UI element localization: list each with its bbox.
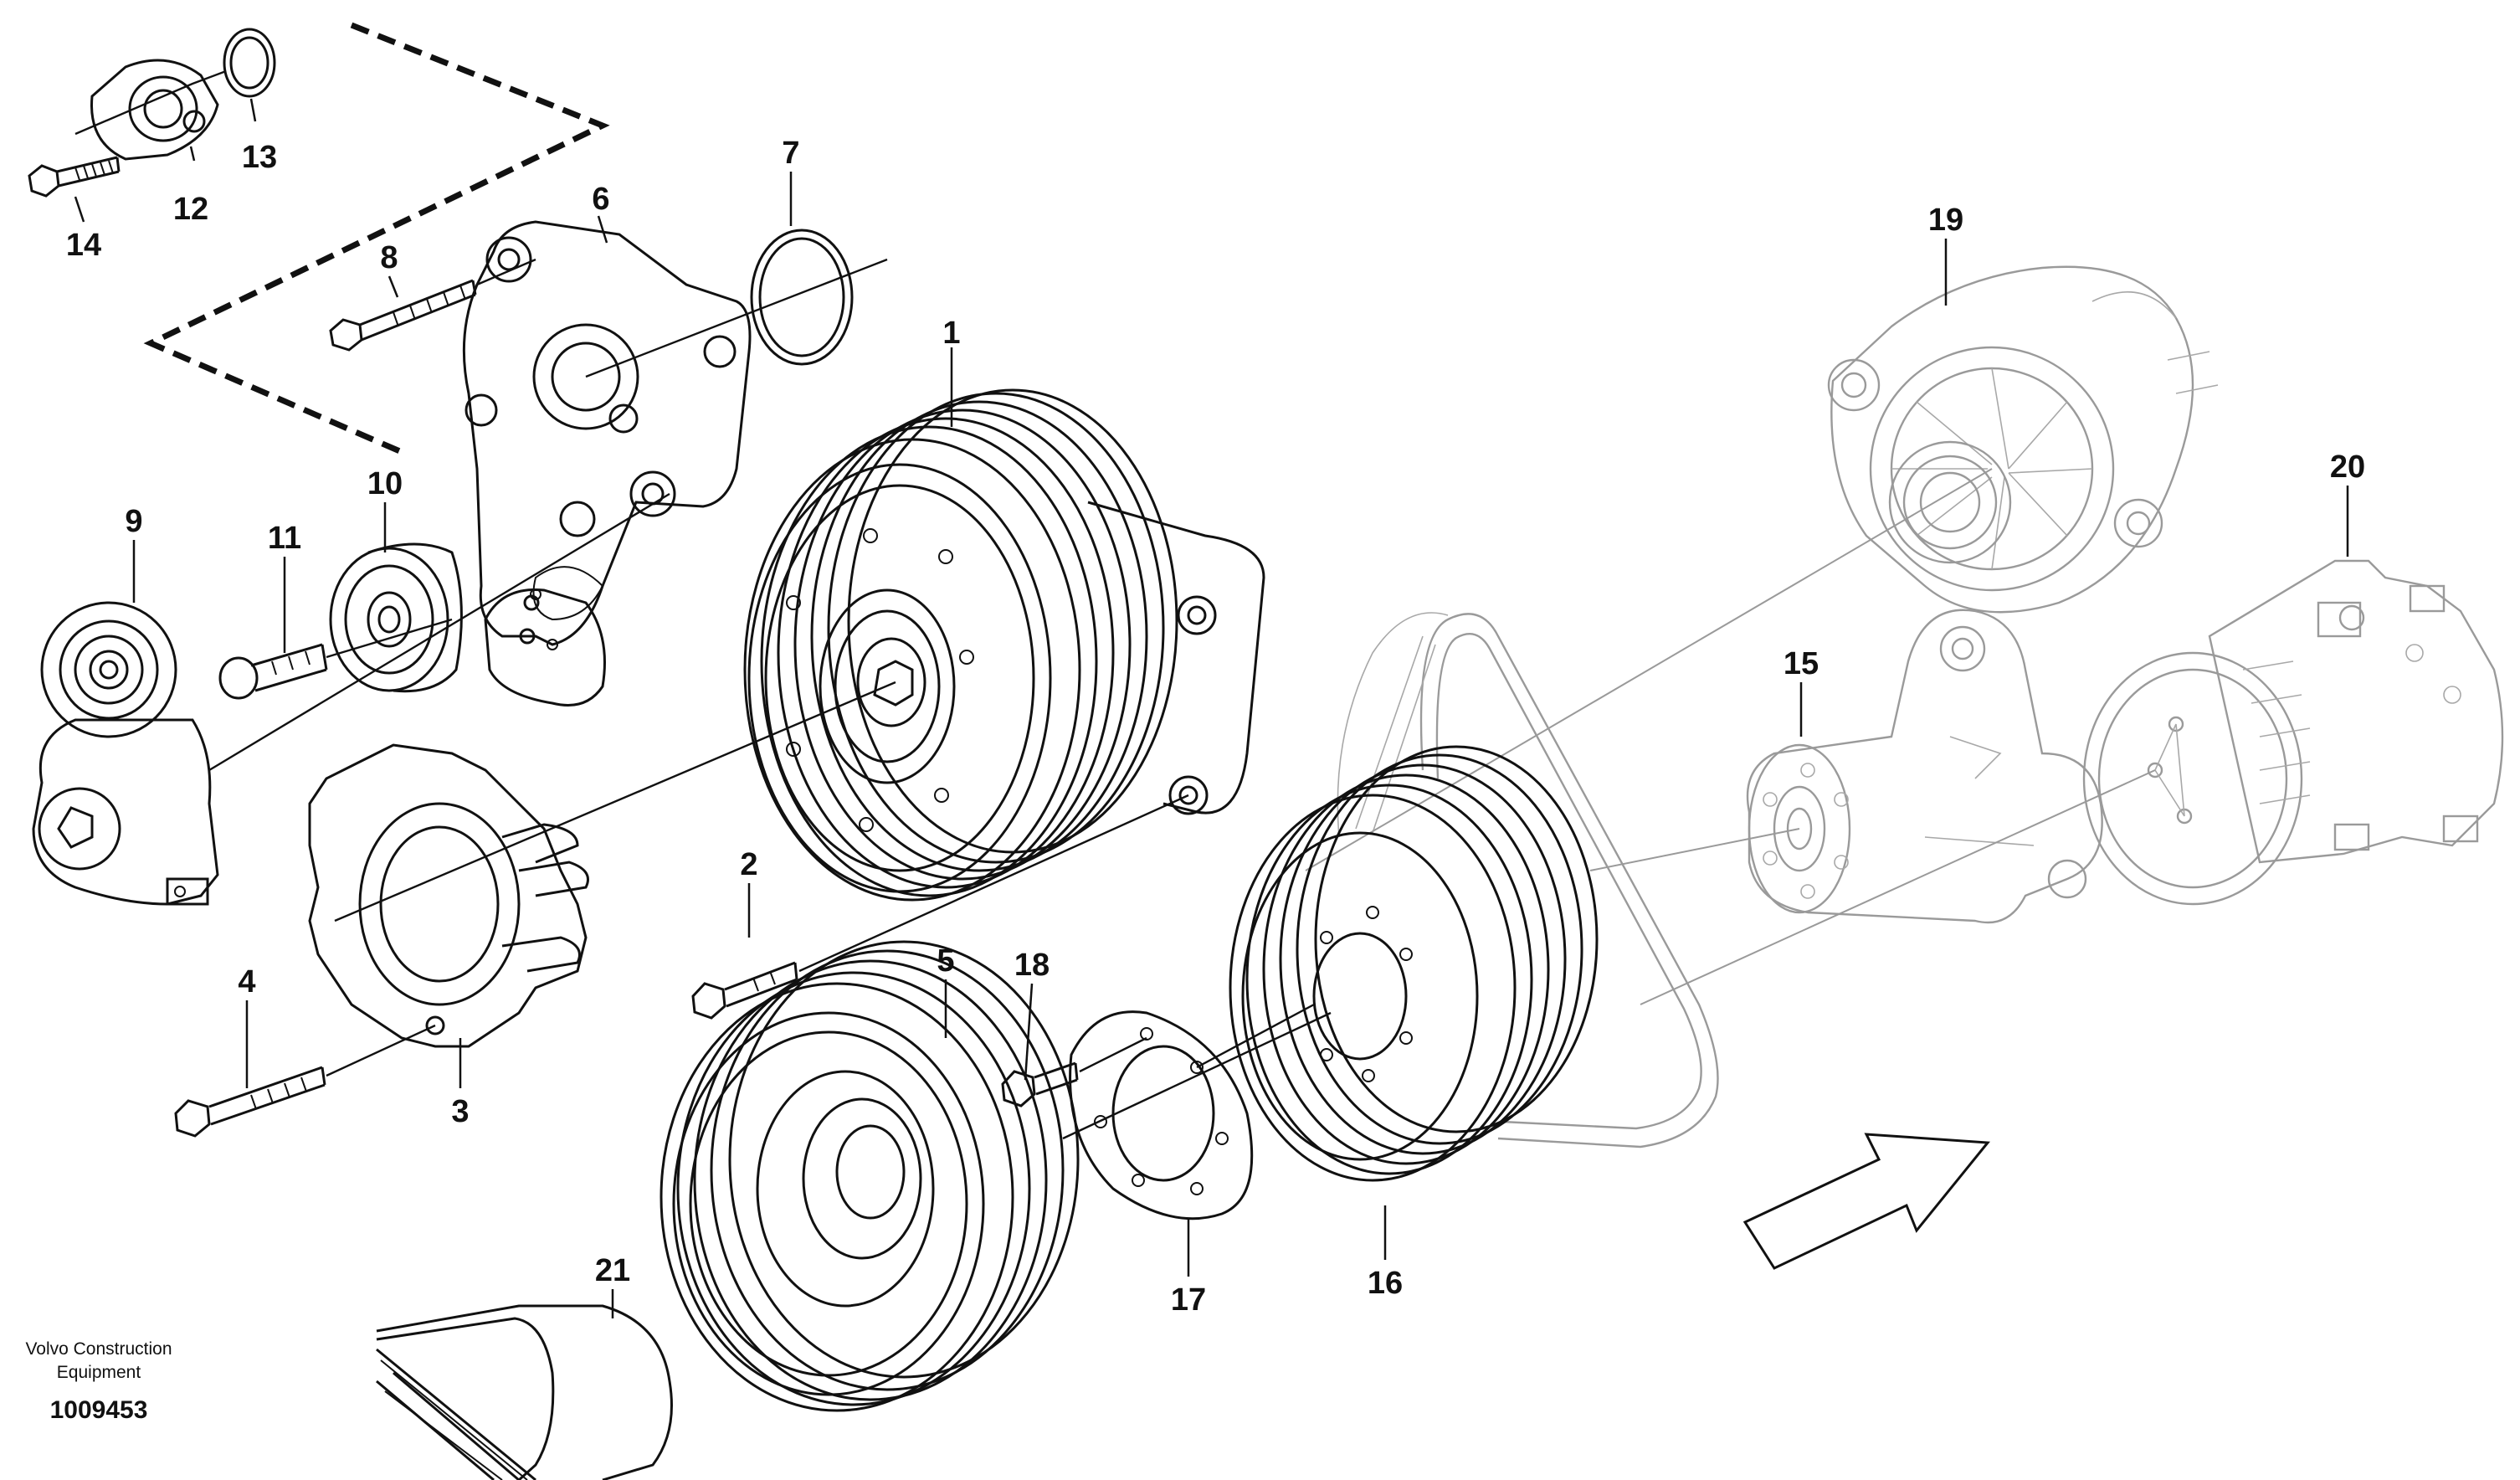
- callout-3: 3: [451, 1094, 469, 1129]
- callout-16: 16: [1368, 1266, 1403, 1301]
- brand-line-2: Equipment: [57, 1363, 141, 1382]
- callout-7: 7: [782, 136, 799, 171]
- callout-14: 14: [66, 228, 101, 263]
- crank-pulley-part-5: [660, 940, 1080, 1412]
- brand-line-1: Volvo Construction: [25, 1339, 172, 1359]
- callout-8: 8: [380, 240, 398, 275]
- callout-labels: 1 2 3 4 5 6 7 8 9 10 11 12 13 14 15 16 1…: [66, 136, 2365, 1318]
- pump-bracket-plate: [484, 588, 606, 707]
- main-parts-group: [28, 22, 1990, 1480]
- dashed-assembly-boundary: [143, 22, 610, 455]
- bracket-part-6: [462, 220, 752, 650]
- plate-part-17: [1069, 1010, 1254, 1220]
- bolt-part-8: [329, 279, 477, 352]
- brand-block: Volvo Construction Equipment 1009453: [25, 1339, 172, 1424]
- bolt-part-14: [28, 156, 121, 198]
- o-ring-part-7: [750, 229, 854, 366]
- callout-9: 9: [125, 504, 142, 539]
- idler-pulley-part-10: [329, 542, 463, 693]
- impeller-part-3: [308, 743, 589, 1048]
- ac-compressor-part-20: [2082, 559, 2504, 906]
- bolt-part-2: [691, 961, 798, 1020]
- callout-15: 15: [1784, 646, 1819, 681]
- ring-part-13: [223, 28, 276, 98]
- water-pump-part-15: [1746, 609, 2103, 924]
- callout-1: 1: [942, 316, 960, 351]
- callout-19: 19: [1928, 203, 1963, 238]
- callout-13: 13: [242, 140, 277, 175]
- callout-10: 10: [367, 466, 403, 501]
- tensioner-part-9: [32, 601, 219, 906]
- bolt-part-4: [174, 1066, 326, 1138]
- document-number: 1009453: [50, 1396, 148, 1424]
- drive-belt-ghost: [1337, 612, 1719, 1149]
- callout-11: 11: [268, 521, 301, 556]
- callout-17: 17: [1171, 1282, 1206, 1318]
- leader-lines: [74, 98, 2349, 1318]
- callout-21: 21: [595, 1253, 630, 1288]
- callout-2: 2: [740, 847, 757, 882]
- callout-5: 5: [937, 943, 954, 979]
- callout-12: 12: [173, 192, 208, 227]
- pulley-part-16: [1229, 745, 1599, 1182]
- ghost-parts-group: [1305, 265, 2504, 1149]
- callout-4: 4: [238, 964, 255, 1000]
- callout-18: 18: [1014, 948, 1050, 983]
- callout-20: 20: [2330, 450, 2365, 485]
- main-pulley-part-1: [743, 388, 1265, 902]
- belt-section-part-21: [376, 1304, 673, 1480]
- housing-part-12: [90, 59, 219, 161]
- alternator-part-19: [1827, 265, 2219, 614]
- bolt-part-11: [218, 643, 328, 700]
- direction-arrow: [1742, 1133, 1990, 1270]
- callout-6: 6: [592, 182, 609, 217]
